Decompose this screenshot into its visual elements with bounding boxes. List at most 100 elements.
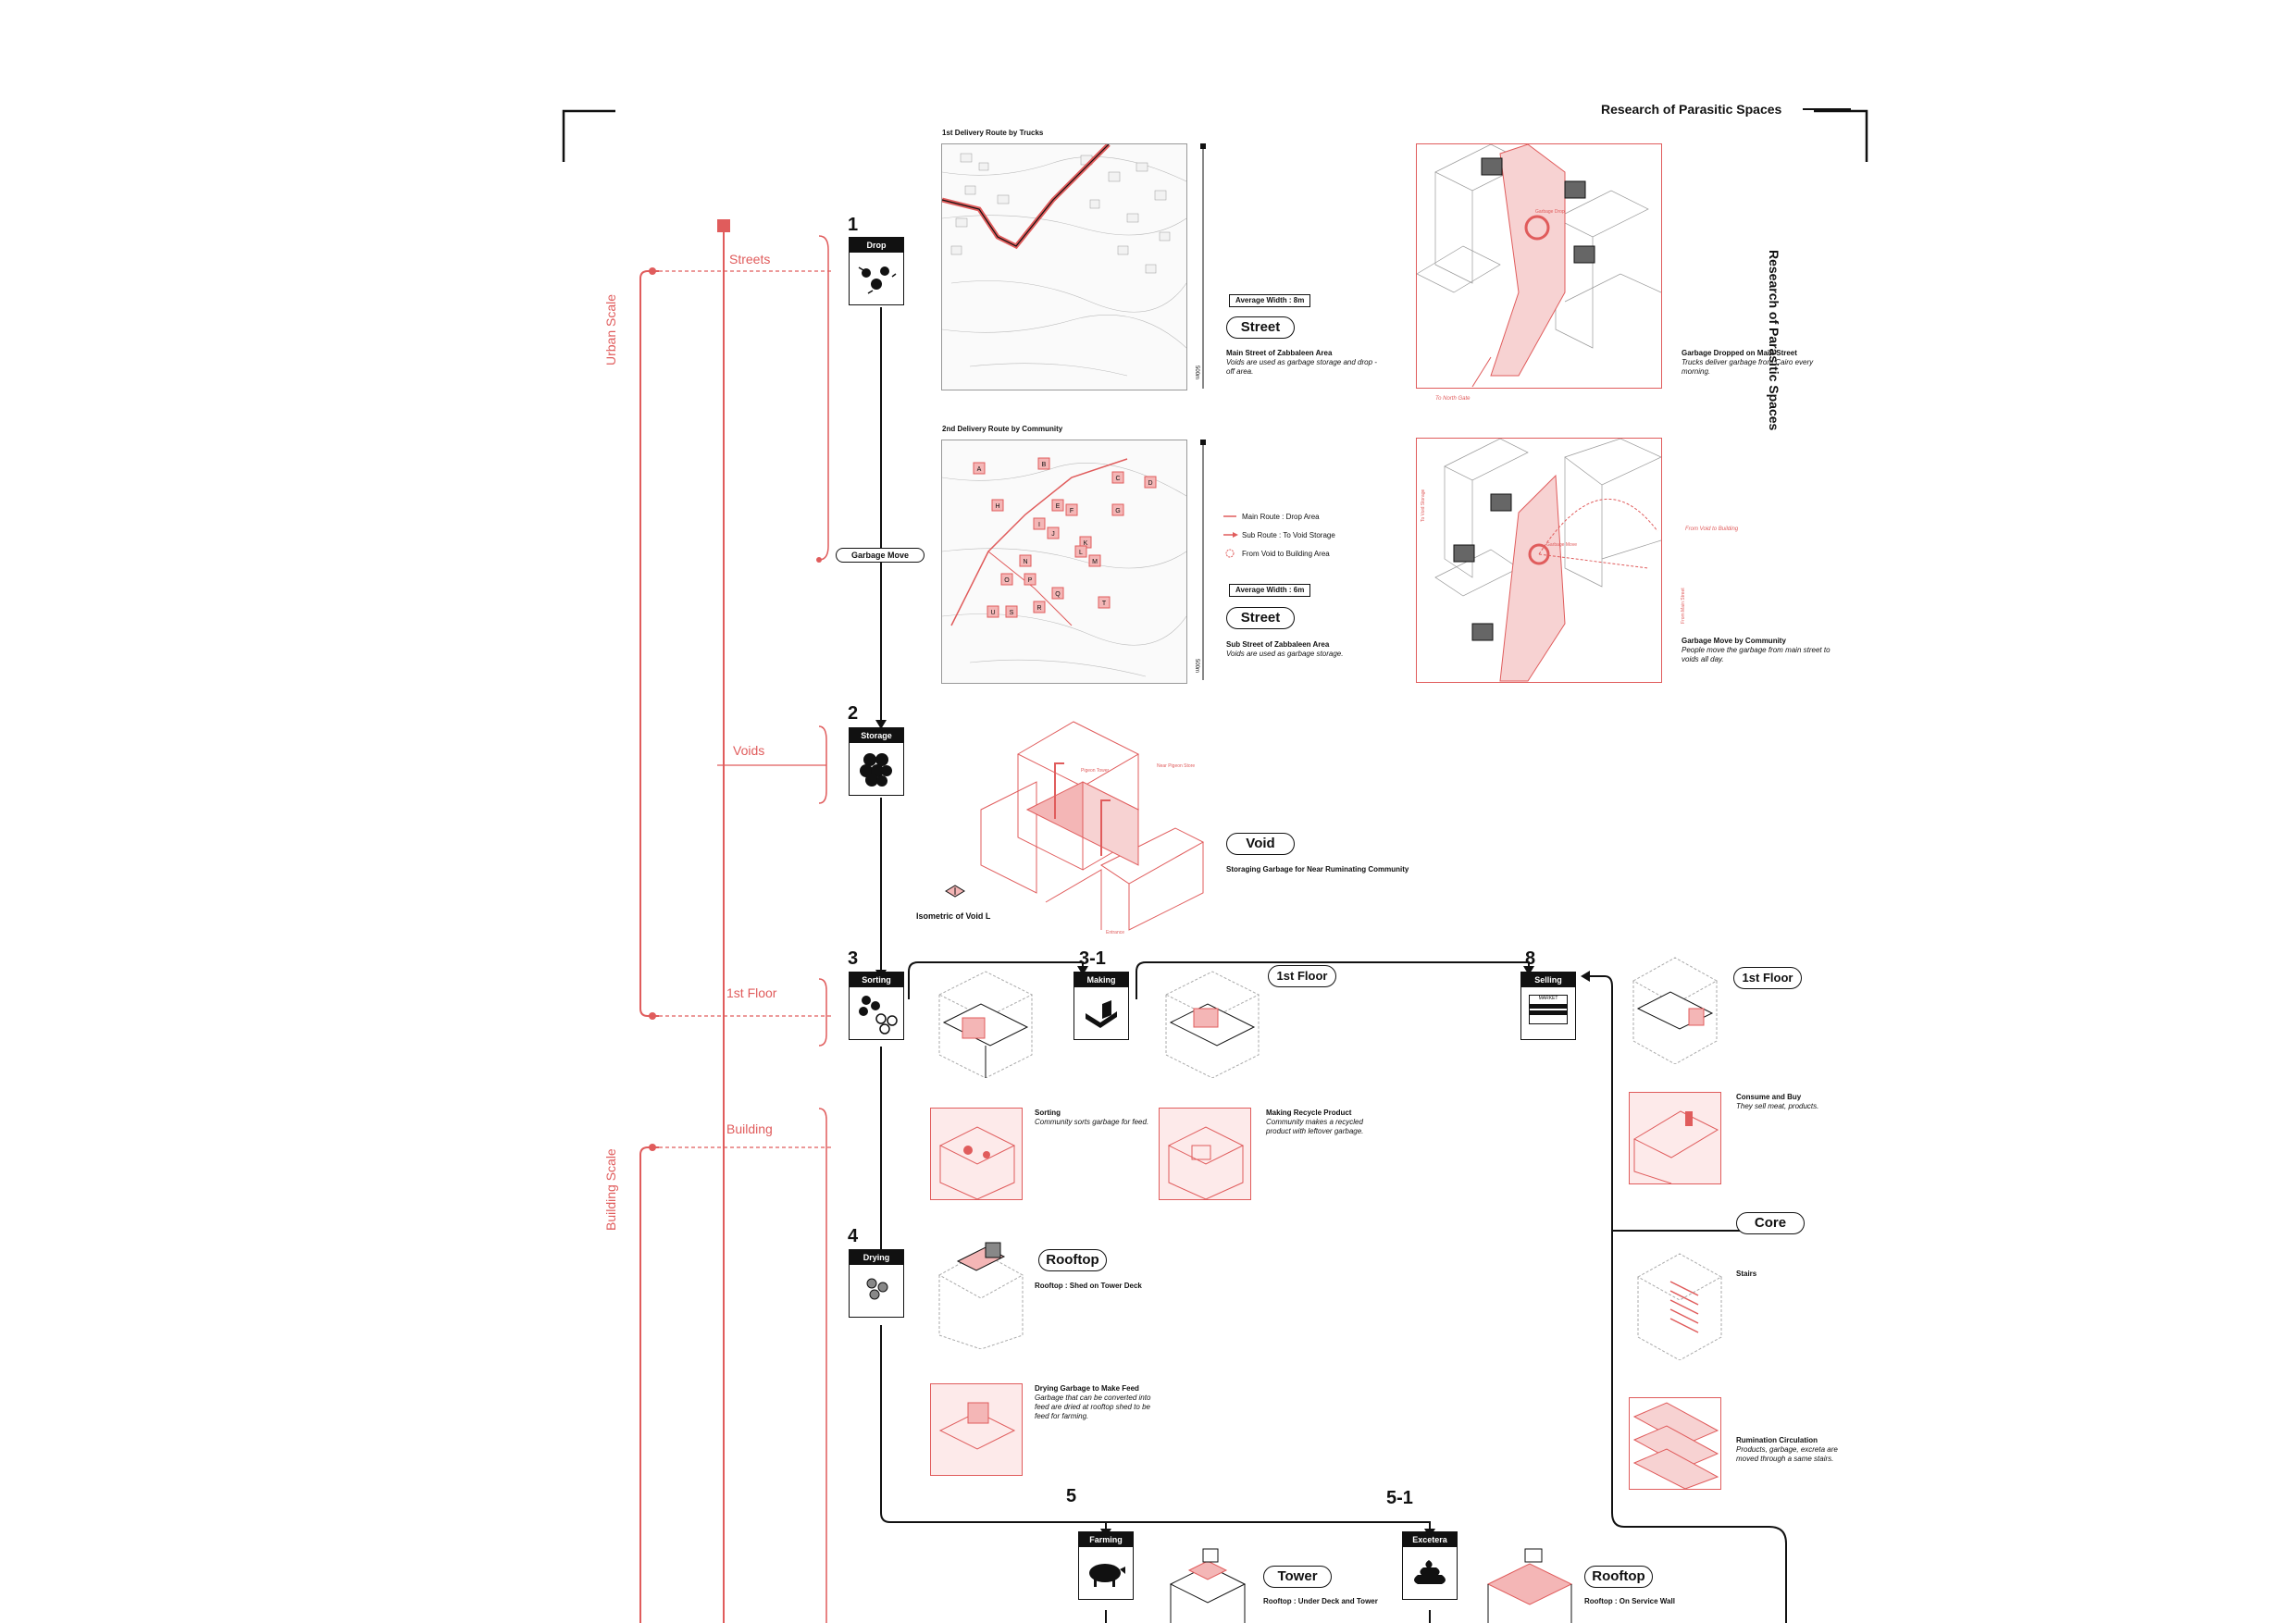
timeline-start-marker [717, 219, 730, 232]
drying-icon [866, 1278, 888, 1300]
map2-marker [1144, 476, 1157, 489]
legend-sub-route: Sub Route : To Void Storage [1242, 531, 1335, 539]
market-icon-text: MARKET [1538, 996, 1558, 1001]
map2-marker-label: D [1148, 480, 1152, 487]
drying-detail [930, 1383, 1023, 1476]
aerial1-caption-desc: Trucks deliver garbage from Cairo every … [1682, 358, 1814, 376]
sorting-caption: Sorting Community sorts garbage for feed… [1035, 1109, 1155, 1127]
map2-marker [1037, 457, 1050, 470]
step-farming-box: Farming [1078, 1531, 1134, 1600]
sorting-floor-iso [937, 971, 1034, 1078]
void-iso-caption: Isometric of Void L [916, 911, 991, 921]
step-selling-box: Selling MARKET [1520, 972, 1576, 1040]
map2-marker [991, 499, 1004, 512]
map2-marker-label: J [1051, 531, 1055, 538]
aerial2-main-label: From Main Street [1681, 588, 1686, 624]
map2-marker [1098, 596, 1111, 609]
aerial-view-1: Garbage Drop To North Gate [1416, 143, 1662, 402]
step-3-number: 3 [848, 948, 859, 969]
map2-marker-label: C [1115, 476, 1120, 482]
sorting-caption-desc: Community sorts garbage for feed. [1035, 1118, 1149, 1126]
drying-caption-title: Drying Garbage to Make Feed [1035, 1384, 1139, 1393]
map2-marker-label: M [1092, 559, 1098, 565]
void-tower-label: Pigeon Tower [1081, 768, 1110, 774]
street2-caption-title: Sub Street of Zabbaleen Area [1226, 640, 1330, 649]
sorting-detail-graphic [938, 1126, 1016, 1200]
map2-marker [973, 462, 986, 475]
frame-corner-right [1814, 109, 1868, 162]
tier-first-floor: 1st Floor [726, 985, 777, 1000]
map2-marker-label: H [995, 503, 999, 510]
void-isometric: Pigeon Tower Near Pigeon Store Entrance [962, 708, 1231, 948]
rumination-detail [1629, 1397, 1721, 1490]
map2-marker-label: S [1010, 610, 1014, 616]
map1-graphic [942, 144, 1186, 377]
aerial2-graphic [1434, 438, 1662, 682]
void-entrance-label: Entrance [1106, 930, 1125, 935]
map2-marker [1065, 503, 1078, 516]
map1 [941, 143, 1187, 390]
step-selling-label: Selling [1521, 973, 1575, 987]
street2-width: Average Width : 6m [1229, 584, 1311, 597]
void-store-label: Near Pigeon Store [1157, 763, 1196, 769]
step-sorting-label: Sorting [850, 973, 903, 987]
stairs-caption: Stairs [1736, 1270, 1756, 1279]
map2-marker-label: A [977, 466, 982, 473]
map2-scale: 500m [1194, 659, 1199, 674]
pig-icon [1089, 1564, 1125, 1587]
making-floor-iso [1164, 971, 1260, 1078]
tower-caption: Rooftop : Under Deck and Tower [1263, 1597, 1378, 1605]
aerial1-caption-title: Garbage Dropped on Main Street [1682, 349, 1797, 357]
making-icon [1086, 1000, 1117, 1028]
tower-pill: Tower [1263, 1566, 1332, 1588]
step-3-1-number: 3-1 [1079, 948, 1106, 969]
step-drying-box: Drying [849, 1249, 904, 1318]
sorting-icon [859, 996, 898, 1035]
building-scale-label: Building Scale [603, 1148, 618, 1231]
floor-a-pill: 1st Floor [1268, 965, 1336, 987]
map2-marker [1033, 517, 1046, 530]
void-l-icon [945, 885, 965, 898]
void-caption: Storaging Garbage for Near Ruminating Co… [1226, 865, 1409, 873]
map2-marker-label: G [1115, 508, 1120, 514]
page-title: Research of Parasitic Spaces [1601, 102, 1782, 117]
map2-marker-label: K [1084, 540, 1088, 547]
drying-caption-desc: Garbage that can be converted into feed … [1035, 1394, 1151, 1420]
aerial1-gate-label: To North Gate [1435, 396, 1471, 402]
street1-caption-desc: Voids are used as garbage storage and dr… [1226, 358, 1377, 376]
consume-caption-title: Consume and Buy [1736, 1093, 1802, 1101]
map2-title: 2nd Delivery Route by Community [942, 425, 1063, 433]
map2-marker-label: F [1070, 508, 1074, 514]
making-caption-desc: Community makes a recycled product with … [1266, 1118, 1364, 1135]
street2-caption: Sub Street of Zabbaleen Area Voids are u… [1226, 640, 1384, 659]
stairs-caption-title: Stairs [1736, 1270, 1757, 1278]
map2-marker [987, 605, 999, 618]
rumination-caption-title: Rumination Circulation [1736, 1436, 1818, 1444]
garbage-move-pill: Garbage Move [836, 548, 925, 563]
tier-voids: Voids [733, 743, 765, 758]
map2-marker-label: Q [1055, 591, 1061, 598]
excreta-icon [1414, 1560, 1446, 1584]
drying-detail-graphic [938, 1402, 1016, 1450]
rooftop51-pill: Rooftop [1584, 1566, 1653, 1588]
map2-marker [1051, 499, 1064, 512]
street1-caption-title: Main Street of Zabbaleen Area [1226, 349, 1333, 357]
consume-detail-graphic [1632, 1110, 1719, 1184]
aerial2-void-label: To Void Storage [1421, 489, 1426, 522]
making-detail [1159, 1108, 1251, 1200]
rooftop51-caption: Rooftop : On Service Wall [1584, 1597, 1675, 1605]
step-making-label: Making [1074, 973, 1128, 987]
step-5-1-number: 5-1 [1386, 1488, 1413, 1508]
map2-marker-label: T [1102, 601, 1107, 607]
map2-marker-label: O [1004, 577, 1010, 584]
street1-caption: Main Street of Zabbaleen Area Voids are … [1226, 349, 1384, 377]
step-4-number: 4 [848, 1226, 859, 1246]
street1-pill: Street [1226, 316, 1295, 339]
rooftop4-pill: Rooftop [1038, 1249, 1107, 1271]
aerial2-building-label: From Void to Building [1685, 527, 1739, 532]
drying-caption: Drying Garbage to Make Feed Garbage that… [1035, 1384, 1155, 1421]
street2-pill: Street [1226, 607, 1295, 629]
step-2-number: 2 [848, 703, 859, 724]
